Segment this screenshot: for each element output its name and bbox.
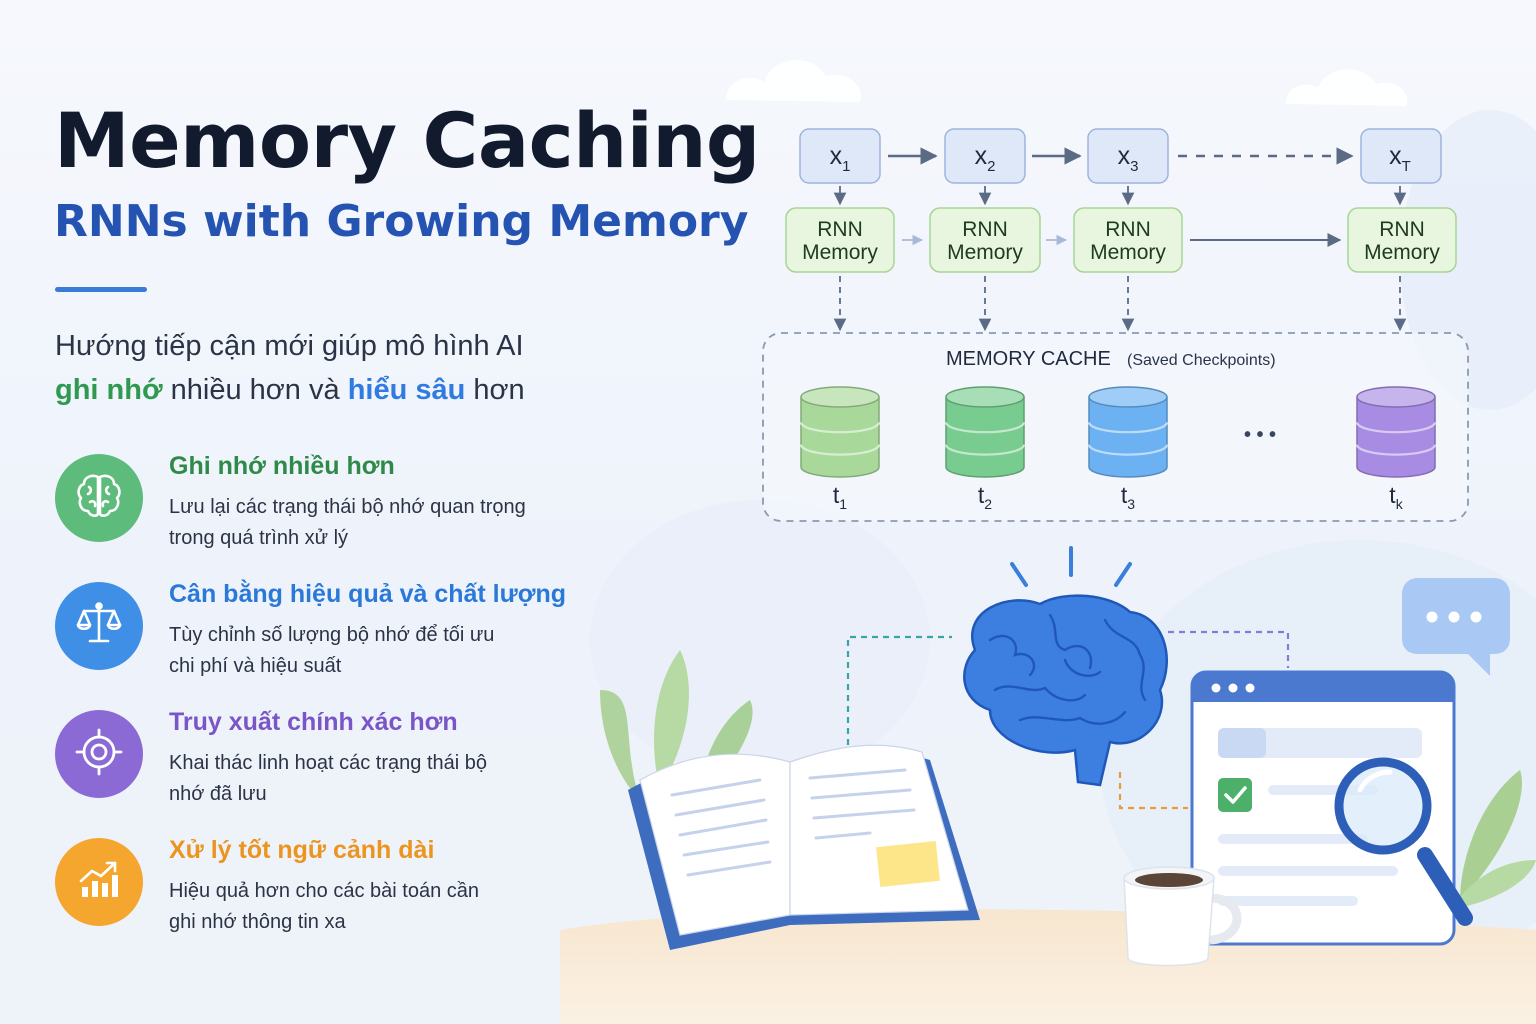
input-node: x3 xyxy=(1087,128,1169,184)
brain-icon xyxy=(72,469,126,528)
feature-title: Xử lý tốt ngữ cảnh dài xyxy=(169,836,435,864)
feature-desc-line-1: Hiệu quả hơn cho các bài toán cần xyxy=(169,880,479,902)
database-cylinder-icon xyxy=(1087,386,1169,478)
rnn-memory-node: RNN Memory xyxy=(1347,207,1457,273)
page-subtitle: RNNs with Growing Memory xyxy=(54,196,749,247)
scale-icon xyxy=(72,597,126,656)
intro-text: Hướng tiếp cận mới giúp mô hình AI ghi n… xyxy=(55,324,615,412)
feature-description: Tùy chỉnh số lượng bộ nhớ để tối ưu chi … xyxy=(169,620,589,682)
feature-desc-line-2: nhớ đã lưu xyxy=(169,783,267,805)
feature-desc-line-2: trong quá trình xử lý xyxy=(169,527,349,549)
feature-icon-circle xyxy=(55,710,143,798)
svg-text:x2: x2 xyxy=(975,142,996,175)
checkpoint-arrows xyxy=(833,276,1407,332)
target-icon xyxy=(72,725,126,784)
cloud-icon xyxy=(726,60,862,102)
input-node: x2 xyxy=(944,128,1026,184)
rnn-label-line-2: Memory xyxy=(802,241,878,264)
database-cylinder-icon xyxy=(944,386,1026,478)
connector-line xyxy=(1118,772,1188,810)
checkpoint-label: t1 xyxy=(833,482,847,512)
rnn-memory-node: RNN Memory xyxy=(1073,207,1183,273)
connector-line xyxy=(846,635,952,745)
title-divider xyxy=(55,287,147,292)
cache-title: MEMORY CACHE xyxy=(946,348,1111,370)
feature-long-context: Xử lý tốt ngữ cảnh dài Hiệu quả hơn cho … xyxy=(55,836,655,938)
feature-desc-line-1: Lưu lại các trạng thái bộ nhớ quan trọng xyxy=(169,496,526,518)
input-label: x xyxy=(1118,142,1131,170)
feature-title: Cân bằng hiệu quả và chất lượng xyxy=(169,580,567,608)
feature-description: Hiệu quả hơn cho các bài toán cần ghi nh… xyxy=(169,876,589,938)
intro-highlight-remember: ghi nhớ xyxy=(55,374,163,406)
feature-description: Lưu lại các trạng thái bộ nhớ quan trọng… xyxy=(169,492,589,554)
rnn-label-line-2: Memory xyxy=(1090,241,1166,264)
connector-line xyxy=(1168,630,1290,668)
feature-icon-circle xyxy=(55,838,143,926)
rnn-memory-node: RNN Memory xyxy=(785,207,895,273)
intro-ending: hơn xyxy=(465,374,525,406)
feature-icon-circle xyxy=(55,454,143,542)
feature-desc-line-2: chi phí và hiệu suất xyxy=(169,655,342,677)
svg-text:xT: xT xyxy=(1389,142,1411,175)
input-subscript: T xyxy=(1402,158,1411,175)
checkpoint-label: t2 xyxy=(978,482,992,512)
intro-highlight-understand: hiểu sâu xyxy=(347,374,466,406)
rnn-label-line-2: Memory xyxy=(1364,241,1440,264)
input-subscript: 2 xyxy=(987,158,995,175)
checkbox-checked-icon xyxy=(1218,778,1252,812)
feature-accurate-retrieval: Truy xuất chính xác hơn Khai thác linh h… xyxy=(55,708,655,810)
rnn-label-line-1: RNN xyxy=(1379,218,1425,241)
input-row: x1 x2 x3 xT xyxy=(799,128,1442,206)
intro-connector: nhiều hơn và xyxy=(162,374,348,406)
rnn-row: RNN Memory RNN Memory RNN Memory RNN Mem… xyxy=(785,207,1457,273)
rnn-memory-node: RNN Memory xyxy=(929,207,1041,273)
feature-desc-line-2: ghi nhớ thông tin xa xyxy=(169,911,346,933)
brain-illustration-icon xyxy=(963,546,1168,787)
checkpoint-label: t3 xyxy=(1121,482,1135,512)
input-label: x xyxy=(830,142,843,170)
svg-text:x1: x1 xyxy=(830,142,851,175)
input-subscript: 1 xyxy=(842,158,850,175)
feature-desc-line-1: Khai thác linh hoạt các trạng thái bộ xyxy=(169,752,487,774)
feature-title: Ghi nhớ nhiều hơn xyxy=(169,452,395,480)
checkpoint-label: tk xyxy=(1389,482,1403,512)
open-book-icon xyxy=(628,744,980,950)
growth-chart-icon xyxy=(72,853,126,912)
svg-text:x3: x3 xyxy=(1118,142,1139,175)
page-title: Memory Caching xyxy=(54,96,760,185)
browser-window-icon xyxy=(1190,670,1456,946)
input-node: x1 xyxy=(799,128,881,184)
feature-title: Truy xuất chính xác hơn xyxy=(169,708,458,736)
intro-line-1: Hướng tiếp cận mới giúp mô hình AI xyxy=(55,330,524,362)
rnn-label-line-1: RNN xyxy=(1105,218,1151,241)
magnifier-icon xyxy=(1334,757,1473,926)
feature-description: Khai thác linh hoạt các trạng thái bộ nh… xyxy=(169,748,589,810)
memory-cache-box: MEMORY CACHE (Saved Checkpoints) • • • t… xyxy=(762,332,1469,522)
feature-remember-more: Ghi nhớ nhiều hơn Lưu lại các trạng thái… xyxy=(55,452,655,554)
input-subscript: 3 xyxy=(1130,158,1138,175)
checkpoint-cylinders xyxy=(799,386,1437,478)
cloud-icon xyxy=(1286,69,1408,106)
input-label: x xyxy=(975,142,988,170)
input-node: xT xyxy=(1360,128,1442,184)
input-label: x xyxy=(1389,142,1402,170)
rnn-label-line-2: Memory xyxy=(947,241,1023,264)
feature-balance: Cân bằng hiệu quả và chất lượng Tùy chỉn… xyxy=(55,580,655,682)
coffee-cup-icon xyxy=(1123,866,1242,967)
database-cylinder-icon xyxy=(799,386,881,478)
database-cylinder-icon xyxy=(1355,386,1437,478)
rnn-label-line-1: RNN xyxy=(817,218,863,241)
feature-desc-line-1: Tùy chỉnh số lượng bộ nhớ để tối ưu xyxy=(169,624,495,646)
rnn-label-line-1: RNN xyxy=(962,218,1008,241)
feature-icon-circle xyxy=(55,582,143,670)
plant-right-icon xyxy=(1450,770,1536,910)
cache-subtitle: (Saved Checkpoints) xyxy=(1127,352,1276,369)
cache-ellipsis: • • • xyxy=(1244,424,1276,446)
chat-bubble-icon xyxy=(1402,578,1510,676)
